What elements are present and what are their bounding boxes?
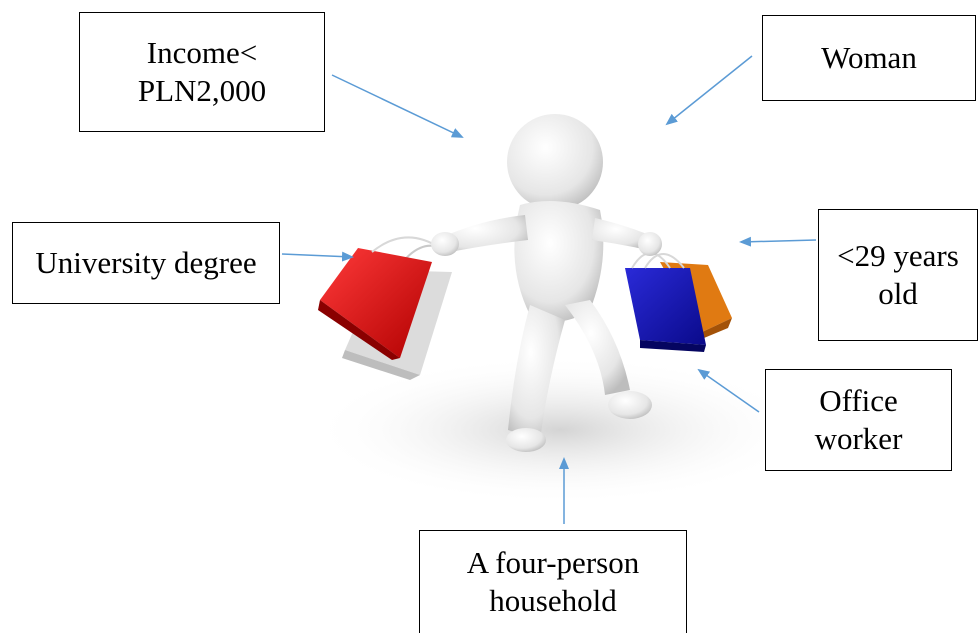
woman-label: Woman <box>821 40 917 75</box>
office-label-line2: worker <box>814 421 903 456</box>
office-arrow <box>697 368 760 413</box>
office-label-line1: Office <box>819 383 898 418</box>
household-box: A four-person household <box>419 530 687 633</box>
white-figure <box>431 114 662 452</box>
degree-label: University degree <box>35 245 257 280</box>
office-worker-box: Office worker <box>765 369 952 471</box>
household-label-line2: household <box>489 583 617 618</box>
household-label-line1: A four-person <box>466 545 640 580</box>
income-arrow <box>331 74 464 138</box>
age-label-line1: <29 years <box>837 238 959 273</box>
ground-shadow <box>310 355 810 505</box>
woman-box: Woman <box>762 15 976 101</box>
degree-arrow <box>281 251 354 262</box>
age-label-line2: old <box>878 276 918 311</box>
income-box: Income< PLN2,000 <box>79 12 325 132</box>
age-arrow <box>739 236 817 247</box>
income-label-line2: PLN2,000 <box>137 73 267 108</box>
blue-shopping-bag <box>625 252 706 352</box>
university-degree-box: University degree <box>12 222 280 304</box>
woman-arrow <box>665 55 753 126</box>
age-box: <29 years old <box>818 209 978 341</box>
income-label-line1: Income< <box>146 35 258 70</box>
